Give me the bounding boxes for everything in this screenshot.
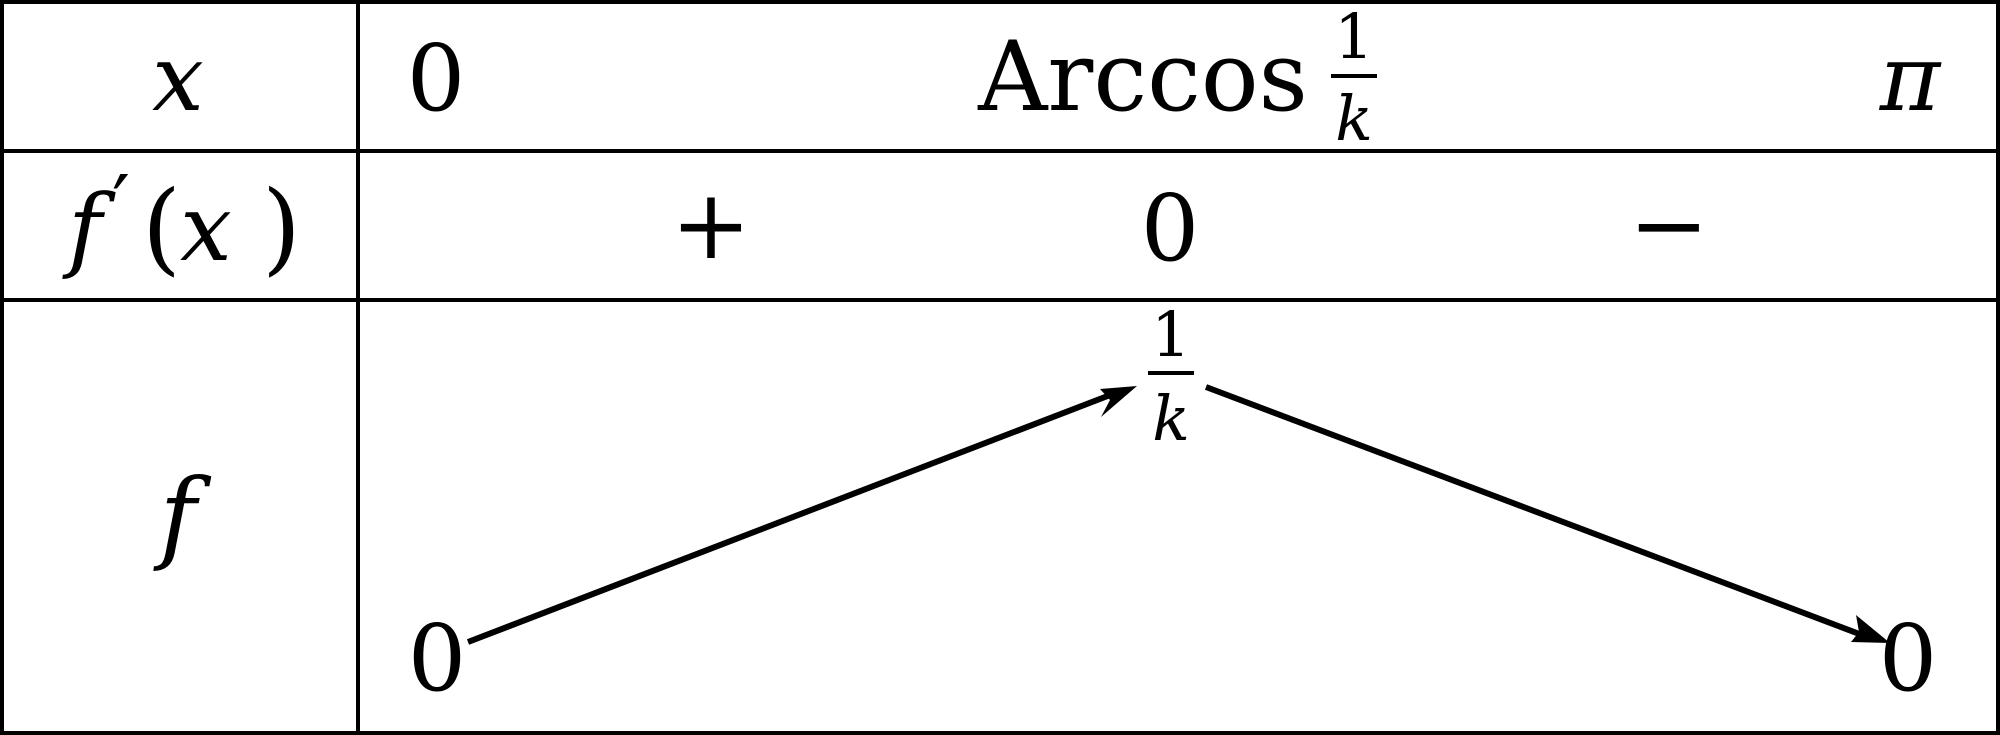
derivative-prime: ′ (112, 158, 130, 251)
x-value-frac-num: 1 (1334, 0, 1373, 73)
derivative-close: ) (262, 169, 301, 286)
arrow-increasing (466, 386, 1137, 645)
sign-zero: 0 (1141, 175, 1200, 282)
x-value-start: 0 (407, 25, 466, 132)
row-label-derivative: f ′ ( x ) (62, 158, 301, 286)
derivative-x: x (180, 175, 232, 282)
sign-plus: + (671, 169, 751, 281)
row-label-x: x (152, 25, 204, 132)
x-value-arccos: Arccos (977, 21, 1308, 133)
f-value-end: 0 (1879, 605, 1938, 712)
f-max-num: 1 (1151, 298, 1190, 371)
f-value-start: 0 (408, 605, 467, 712)
sign-minus: − (1629, 169, 1709, 281)
row-label-f: f (152, 457, 211, 574)
f-max-den: k (1152, 382, 1190, 455)
arrow-decreasing (1204, 384, 1890, 643)
x-value-frac-den: k (1335, 82, 1373, 155)
x-value-end: π (1879, 25, 1942, 132)
derivative-f: f (62, 175, 116, 282)
derivative-open: ( (142, 169, 181, 286)
